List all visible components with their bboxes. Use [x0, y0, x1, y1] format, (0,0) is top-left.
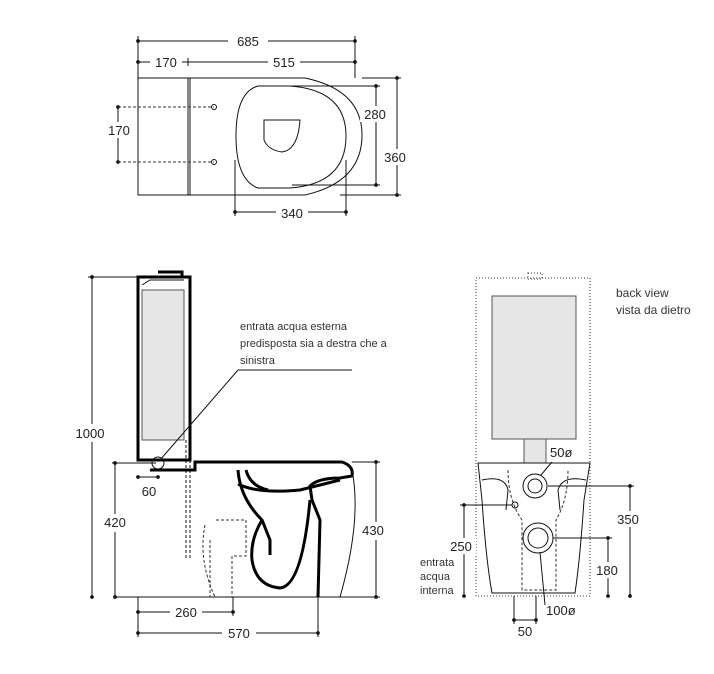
internal-inlet-line-1: entrata	[420, 557, 455, 569]
back-cistern-panel	[491, 295, 577, 440]
back-view-title-it: vista da dietro	[616, 303, 691, 317]
dim-rim-height: 430	[362, 523, 384, 538]
bowl-opening	[263, 119, 301, 153]
note-line-2: predisposta sia a destra che a	[240, 338, 388, 350]
dim-bowl-length: 515	[273, 55, 295, 70]
internal-inlet-line-2: acqua	[420, 571, 451, 583]
dim-inlet-offset: 60	[142, 484, 156, 499]
fixing-hole-top	[211, 104, 217, 110]
dim-cistern-depth: 170	[155, 55, 177, 70]
outlet-dashed	[216, 519, 247, 597]
dim-seat-length: 340	[281, 206, 303, 221]
dim-overall-width: 360	[384, 150, 406, 165]
dim-total-depth: 570	[228, 626, 250, 641]
dim-back-outlet-diameter: 100ø	[546, 603, 576, 618]
dim-total-height: 1000	[76, 426, 105, 441]
top-view: 685 170 515 170 280 360 340	[104, 32, 410, 221]
dim-back-outlet-height: 350	[617, 512, 639, 527]
dim-back-inlet-diameter: 50ø	[550, 445, 572, 460]
back-view-title-en: back view	[616, 286, 669, 300]
note-line-1: entrata acqua esterna	[240, 321, 348, 333]
internal-inlet-line-3: interna	[420, 585, 455, 597]
back-upper-opening	[522, 473, 548, 499]
side-view: 1000 420 60 430 260 570 entrata acqua es…	[70, 270, 390, 641]
bowl-trap	[250, 499, 312, 590]
dim-back-internal-inlet: 250	[450, 539, 472, 554]
dim-bolt-spacing: 170	[108, 123, 130, 138]
dim-overall-length: 685	[237, 34, 259, 49]
dim-back-offset: 50	[518, 624, 532, 639]
dim-back-outlet-center: 180	[596, 563, 618, 578]
cistern-panel	[141, 289, 185, 441]
dim-inlet-height: 420	[104, 515, 126, 530]
dim-seat-width: 280	[364, 107, 386, 122]
bowl-rim	[195, 460, 354, 598]
fixing-hole-bottom	[211, 159, 217, 165]
back-view: 350 180 250 entrata acqua interna 50ø 10…	[420, 272, 691, 639]
top-outline	[137, 77, 363, 196]
note-line-3: sinistra	[240, 355, 276, 367]
dim-outlet-distance: 260	[175, 605, 197, 620]
back-inlet-pipe	[523, 438, 547, 464]
back-pedestal	[477, 462, 591, 594]
seat-outline	[235, 85, 347, 189]
back-dotted-outline	[475, 277, 591, 597]
